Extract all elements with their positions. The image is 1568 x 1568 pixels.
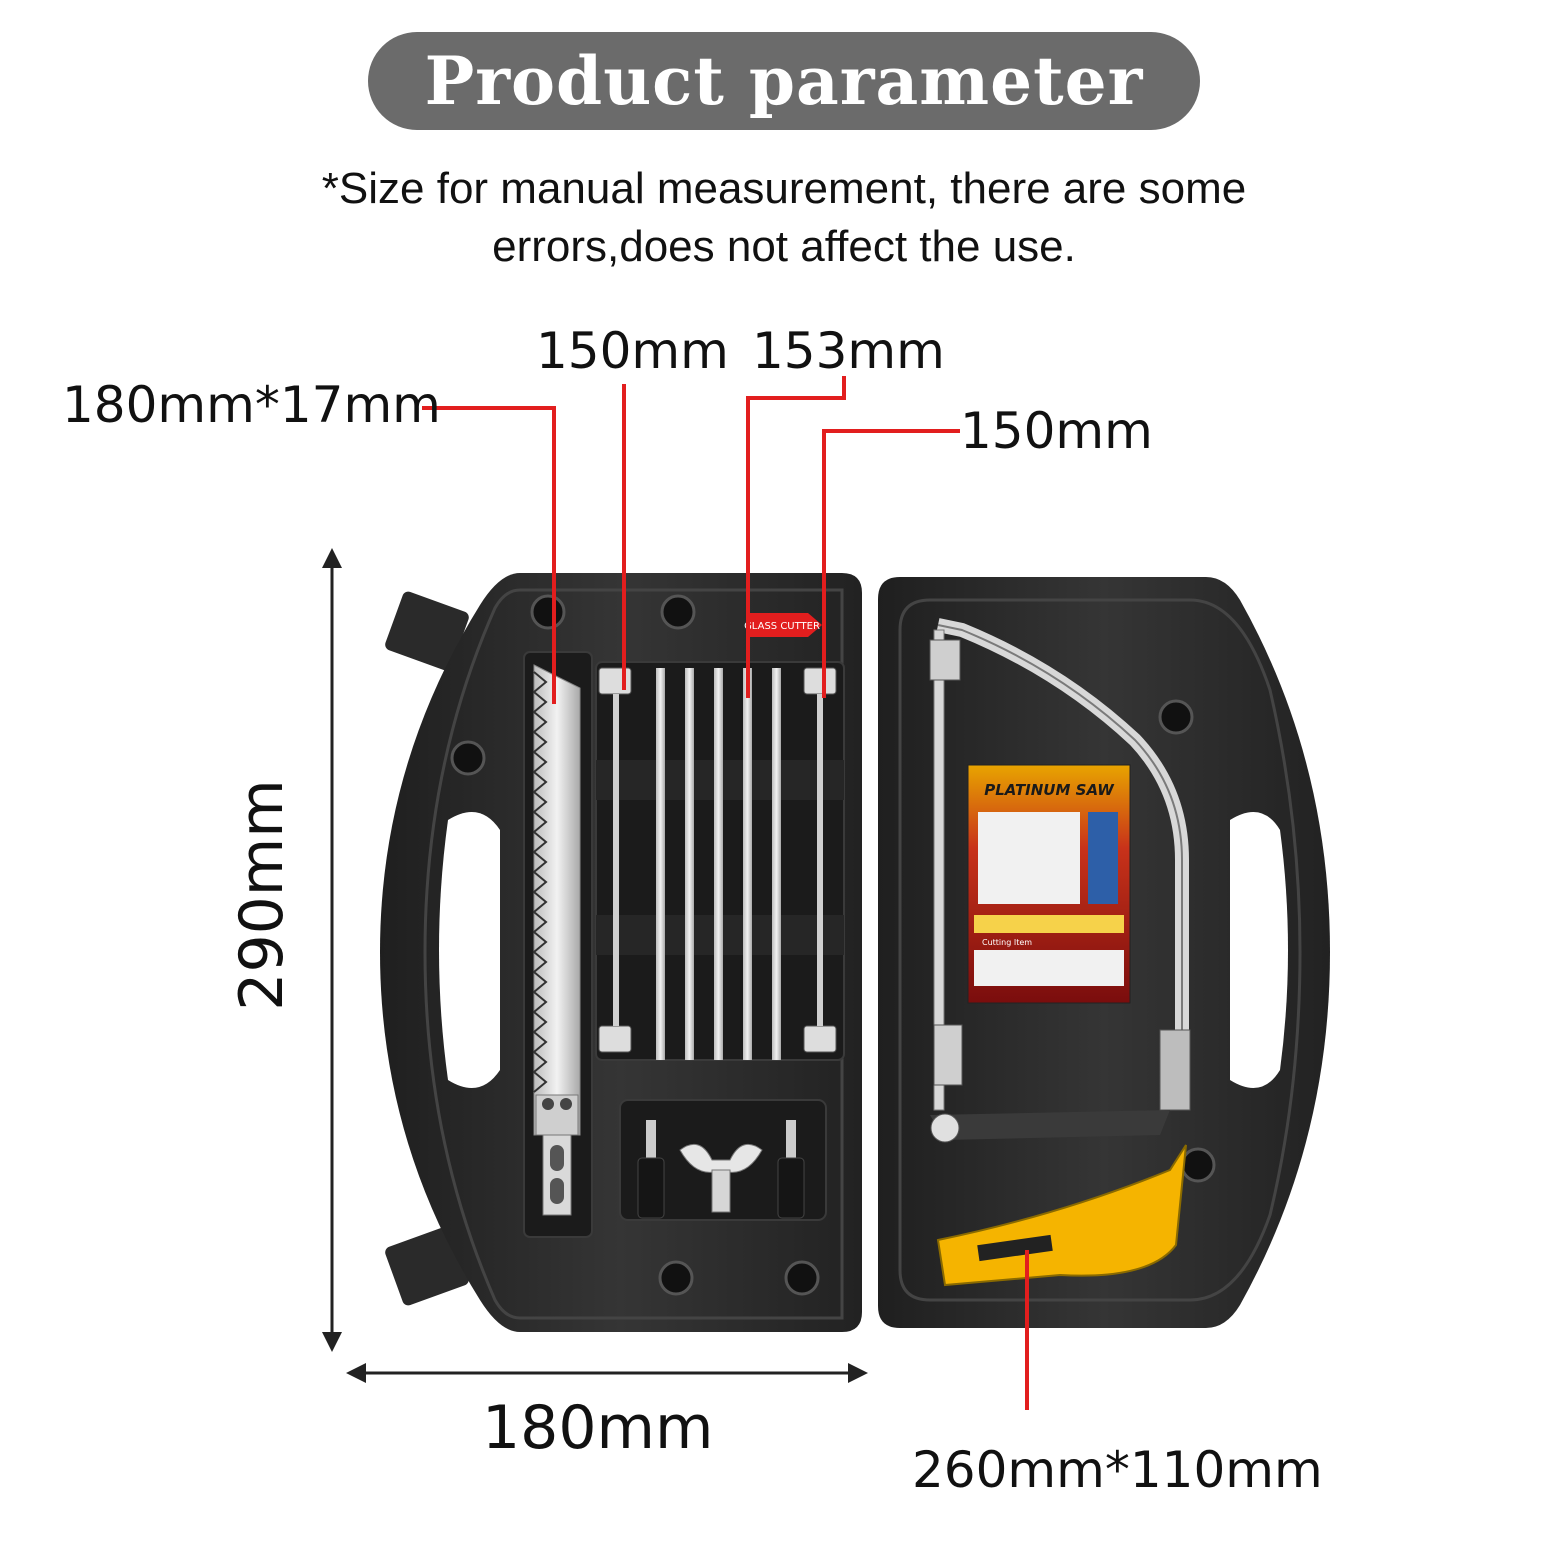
page-title: Product parameter: [368, 32, 1200, 130]
platinum-saw-poster: PLATINUM SAW Cutting Item: [967, 764, 1131, 1004]
measurement-note: *Size for manual measurement, there are …: [200, 160, 1368, 276]
leader-saw-blade: [422, 406, 556, 704]
case-right-half: PLATINUM SAW Cutting Item: [878, 577, 1330, 1328]
leader-blade-b: [746, 376, 846, 698]
saw-blade-dimension: 180mm*17mm: [62, 376, 441, 434]
wood-saw-blade: [532, 664, 581, 1216]
case-height-arrow: [322, 548, 342, 1352]
blade-b-dimension: 153mm: [752, 322, 945, 380]
case-height-dimension: 290mm: [227, 779, 297, 1011]
note-line-2: errors,does not affect the use.: [492, 222, 1076, 271]
annotation-leaders: [422, 376, 1029, 1410]
leader-blade-c: [822, 429, 960, 698]
hacksaw-dimension: 260mm*110mm: [912, 1441, 1323, 1499]
case-width-dimension: 180mm: [482, 1393, 714, 1463]
case-width-arrow: [346, 1363, 868, 1383]
note-line-1: *Size for manual measurement, there are …: [321, 164, 1247, 213]
blade-a-dimension: 150mm: [536, 322, 729, 380]
platinum-saw-label: PLATINUM SAW: [984, 781, 1115, 799]
hacksaw: [929, 618, 1191, 1287]
blade-c-dimension: 150mm: [960, 402, 1153, 460]
glass-cutter-label: GLASS CUTTER: [744, 621, 820, 632]
cutting-item-label: Cutting Item: [982, 938, 1032, 947]
wing-nut-set: [637, 1120, 805, 1219]
small-blades: [598, 667, 837, 1060]
